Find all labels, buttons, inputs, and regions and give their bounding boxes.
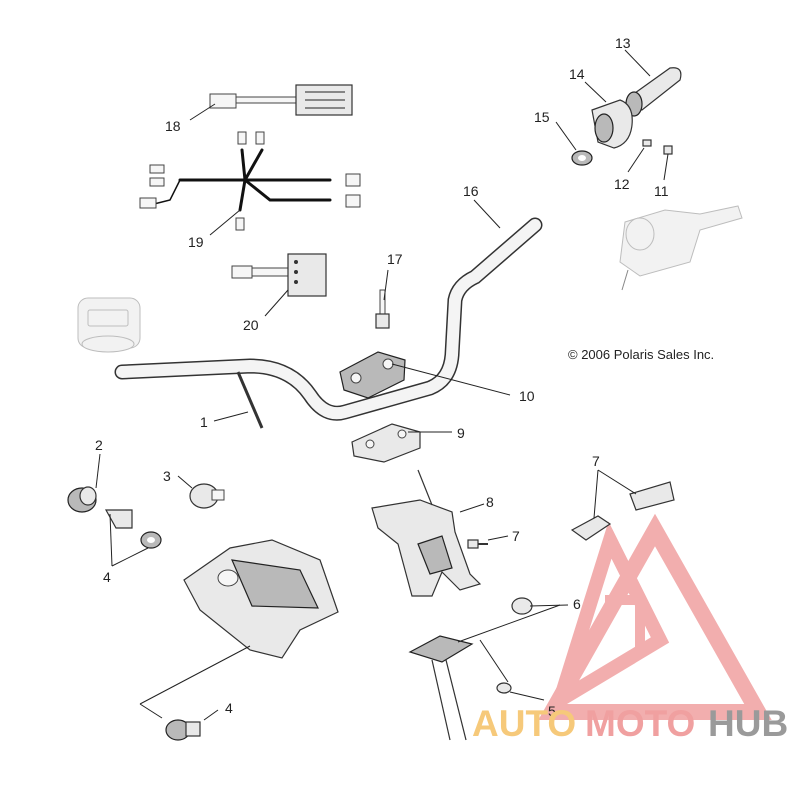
watermark-hub: HUB	[708, 703, 788, 744]
copyright-notice: © 2006 Polaris Sales Inc.	[568, 347, 714, 362]
callout-20: 19	[188, 234, 204, 250]
leader-lines	[95, 49, 669, 721]
steering-stem	[417, 469, 467, 741]
part-14-grip	[625, 67, 682, 117]
callout-21: 20	[243, 317, 259, 333]
part-15-housing	[591, 99, 633, 149]
brake-lever-assembly	[619, 205, 743, 291]
part-11-clamp-upper	[339, 351, 406, 399]
callout-17: 16	[463, 183, 479, 199]
part-10-clamp-lower	[351, 423, 421, 463]
callout-15: 14	[569, 66, 585, 82]
watermark-auto: AUTO	[472, 703, 576, 744]
callout-4-upper: 4	[103, 569, 111, 585]
part-19-harness	[209, 84, 353, 116]
callout-9: 8	[486, 494, 494, 510]
callout-2: 2	[95, 437, 103, 453]
part-1-cable-tie	[236, 371, 264, 429]
callout-8: 7	[512, 528, 520, 544]
part-18-bolt	[375, 289, 390, 329]
watermark-wordmark: AUTO MOTO HUB	[472, 703, 788, 744]
part-2-knob	[67, 486, 97, 513]
part-17-handlebar	[114, 217, 543, 421]
part-8-screw	[467, 539, 488, 549]
callout-13: 12	[614, 176, 630, 192]
callout-12: 11	[654, 183, 669, 199]
part-7-grips	[570, 481, 675, 541]
part-12-nut	[663, 145, 673, 155]
callout-6: 6	[573, 596, 581, 612]
part-16-seal	[571, 150, 593, 166]
callout-10: 9	[457, 425, 465, 441]
callout-1: 1	[200, 414, 208, 430]
callout-7: 7	[592, 453, 600, 469]
watermark-moto: MOTO	[585, 703, 695, 744]
part-4-bracket	[104, 509, 162, 549]
callout-11: 10	[519, 388, 535, 404]
callout-labels: 18 19 20 1 2 3 4 4 17 10 9 16 8 7 6 5 7 …	[95, 35, 669, 719]
speedometer-ghost	[77, 297, 141, 353]
watermark-logo	[538, 513, 772, 720]
callout-4-lower: 4	[225, 700, 233, 716]
callout-14: 13	[615, 35, 631, 51]
callout-5: 5	[548, 703, 556, 719]
part-13-screw	[642, 139, 652, 147]
callout-19: 18	[165, 118, 181, 134]
part-4-lower-switch	[165, 719, 201, 741]
callout-3: 3	[163, 468, 171, 484]
part-6-bushing	[511, 597, 533, 615]
callout-18: 17	[387, 251, 403, 267]
part-5-plate	[408, 635, 512, 694]
part-9-bracket	[371, 499, 482, 597]
headlight-pod-housing	[183, 539, 339, 659]
callout-16: 15	[534, 109, 550, 125]
part-3-switch	[189, 483, 225, 509]
part-21-module	[231, 253, 327, 297]
part-20-wiring-harness	[139, 131, 361, 231]
